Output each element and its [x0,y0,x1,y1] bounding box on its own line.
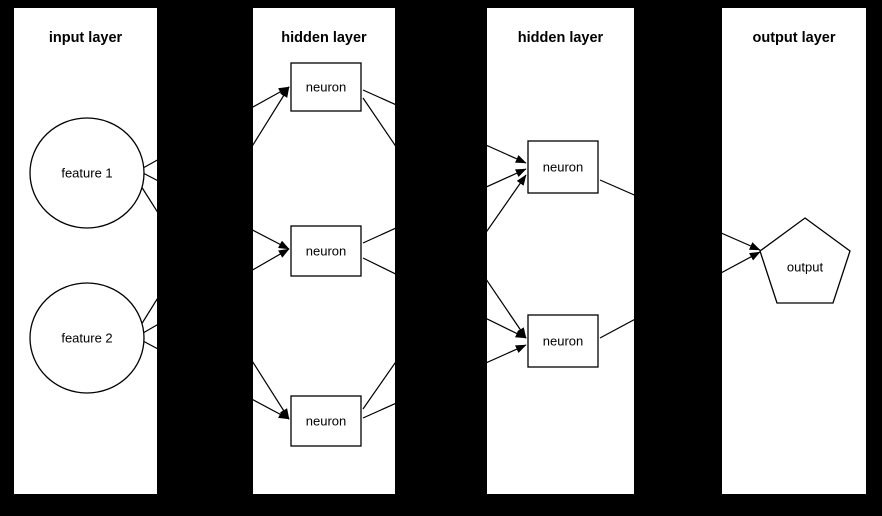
feature-2-label: feature 2 [61,330,112,345]
h2-neuron-2-label: neuron [543,333,583,348]
h2-neuron-1-rect[interactable] [527,140,599,194]
layer-title-input: input layer [48,30,123,46]
node-h2-neuron-2[interactable]: neuron [527,314,599,368]
h1-neuron-1-label: neuron [306,79,346,94]
h1-neuron-3-rect[interactable] [290,395,362,447]
node-output[interactable]: output [759,217,851,304]
layer-title-hidden-2: hidden layer [517,30,604,46]
feature-2-ellipse[interactable] [29,282,145,394]
node-h1-neuron-3[interactable]: neuron [290,395,362,447]
node-feature-2[interactable]: feature 2 [29,282,145,394]
node-feature-1[interactable]: feature 1 [29,117,145,229]
h1-neuron-2-label: neuron [306,243,346,258]
layer-title-hidden-1: hidden layer [281,30,367,46]
layer-title-output: output layer [752,30,836,46]
h1-neuron-1-rect[interactable] [290,62,362,112]
output-label: output [787,259,824,274]
h1-neuron-2-rect[interactable] [290,225,362,277]
feature-1-ellipse[interactable] [29,117,145,229]
layer-panel-hidden-2: hidden layer [487,8,634,494]
node-h2-neuron-1[interactable]: neuron [527,140,599,194]
h1-neuron-3-label: neuron [306,413,346,428]
h2-neuron-1-label: neuron [543,159,583,174]
node-h1-neuron-2[interactable]: neuron [290,225,362,277]
h2-neuron-2-rect[interactable] [527,314,599,368]
feature-1-label: feature 1 [61,165,112,180]
layer-panel-input: input layer [14,8,157,494]
output-pentagon[interactable] [759,217,851,304]
node-h1-neuron-1[interactable]: neuron [290,62,362,112]
